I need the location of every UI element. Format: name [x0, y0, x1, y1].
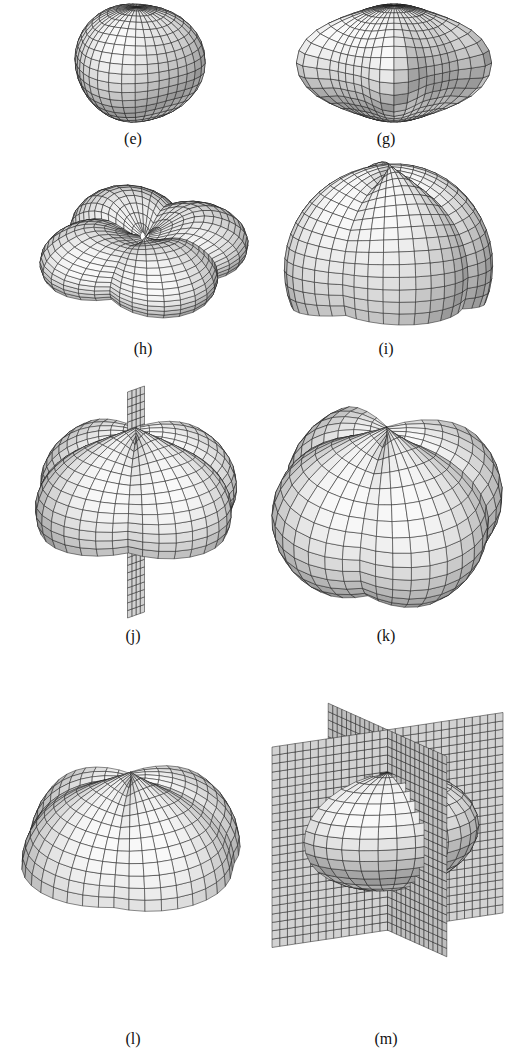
mesh-face [138, 246, 145, 250]
mesh-face [380, 58, 394, 71]
mesh-face [407, 58, 419, 70]
mesh-face [122, 84, 136, 93]
mesh-face [135, 46, 146, 55]
mesh-face [135, 74, 148, 84]
mesh-panel [296, 4, 491, 122]
mesh-face [345, 64, 354, 75]
mesh-face [109, 73, 122, 84]
mesh-face [434, 64, 443, 75]
mesh-face [146, 46, 157, 55]
mesh-face [126, 29, 135, 38]
mesh-face [380, 82, 394, 95]
mesh-face [157, 53, 168, 63]
mesh-panel [40, 185, 248, 318]
mesh-face [98, 61, 110, 73]
mesh-face [394, 37, 406, 47]
mesh-face [384, 30, 394, 38]
mesh-face [426, 66, 434, 77]
mesh-face [371, 47, 383, 58]
mesh-face [123, 45, 135, 55]
mesh-face [109, 63, 122, 74]
mesh-face [122, 55, 135, 65]
mesh-face [147, 63, 159, 73]
mesh-face [135, 55, 147, 65]
mesh-face [136, 29, 145, 37]
mesh-face [135, 83, 148, 93]
mesh-face [382, 37, 394, 47]
mesh-face [135, 37, 145, 46]
mesh-face [394, 58, 408, 71]
mesh-face [194, 216, 205, 222]
mesh-face [94, 287, 110, 291]
mesh-face [386, 23, 394, 30]
mesh-face [338, 62, 346, 73]
mesh-face [125, 113, 136, 118]
mesh-face [109, 82, 122, 92]
mesh-face [135, 65, 148, 75]
mesh-face [122, 64, 135, 74]
mesh-face [122, 100, 135, 107]
mesh-face [112, 44, 125, 54]
mesh-face [94, 291, 110, 295]
mesh-face [123, 107, 135, 113]
mesh-face [125, 37, 136, 46]
mesh-face [147, 55, 159, 65]
mesh-face [109, 91, 122, 100]
mesh-face [95, 211, 102, 219]
mesh-face [394, 82, 408, 95]
mesh-face [380, 70, 394, 84]
mesh-face [394, 70, 408, 84]
mesh-face [394, 30, 404, 38]
mesh-face [394, 23, 402, 30]
mesh-face [136, 22, 143, 29]
mesh-face [394, 46, 407, 57]
mesh-face [110, 54, 123, 65]
mesh-face [353, 66, 361, 77]
mesh-face [122, 92, 135, 100]
mesh-face [381, 46, 394, 57]
mesh-face [406, 47, 418, 58]
mesh-face [137, 250, 146, 255]
mesh-face [369, 58, 381, 70]
mesh-face [148, 72, 160, 82]
mesh-face [122, 74, 136, 84]
mesh-face [89, 211, 95, 220]
mesh-panel [75, 4, 205, 122]
mesh-face [442, 62, 450, 73]
